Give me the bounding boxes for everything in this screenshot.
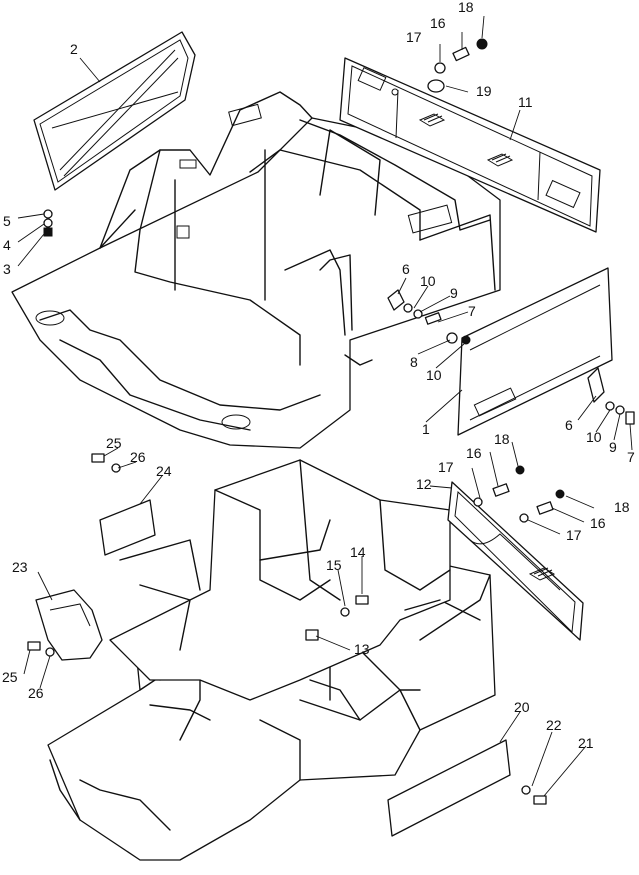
- callout-11: 11: [518, 94, 533, 110]
- callout-20: 20: [514, 699, 530, 715]
- callout-22: 22: [546, 717, 562, 733]
- callout-24: 24: [156, 463, 172, 479]
- upper-hardware: [43, 38, 635, 425]
- callout-17c: 17: [566, 527, 582, 543]
- callout-25a: 25: [106, 435, 122, 451]
- callout-10a: 10: [420, 273, 436, 289]
- callout-4: 4: [3, 237, 11, 253]
- bracket-part-23: [35, 589, 103, 661]
- callout-1: 1: [422, 421, 430, 437]
- callout-16b: 16: [466, 445, 482, 461]
- leader-lines: [17, 15, 633, 797]
- callout-16a: 16: [430, 15, 446, 31]
- callout-6b: 6: [565, 417, 573, 433]
- side-panel-part-1: [457, 267, 613, 436]
- callout-17a: 17: [406, 29, 422, 45]
- callout-16c: 16: [590, 515, 606, 531]
- callout-7b: 7: [627, 449, 635, 465]
- callout-8: 8: [410, 354, 418, 370]
- callout-21: 21: [578, 735, 594, 751]
- callout-3: 3: [3, 261, 11, 277]
- callout-10b: 10: [426, 367, 442, 383]
- hinge-part-6: [387, 289, 605, 403]
- callout-13: 13: [354, 641, 370, 657]
- callout-19: 19: [476, 83, 492, 99]
- plate-part-24: [99, 499, 156, 556]
- callout-9a: 9: [450, 285, 458, 301]
- callout-18c: 18: [614, 499, 630, 515]
- callout-9b: 9: [609, 439, 617, 455]
- rear-lower-panel-part-12: [447, 481, 584, 641]
- lower-hardware: [27, 453, 565, 805]
- callout-5: 5: [3, 213, 11, 229]
- callout-7a: 7: [468, 303, 476, 319]
- upper-floor-frame: [11, 91, 501, 449]
- callout-12: 12: [416, 476, 432, 492]
- callout-10c: 10: [586, 429, 602, 445]
- callout-25b: 25: [2, 669, 18, 685]
- callout-23: 23: [12, 559, 28, 575]
- callout-labels: 1 2 3 4 5 6 6 7 7 8 9 9 10 10 10 11 12 1…: [2, 0, 635, 751]
- callout-2: 2: [70, 41, 78, 57]
- callout-6a: 6: [402, 261, 410, 277]
- callout-17b: 17: [438, 459, 454, 475]
- upper-tub: [109, 459, 451, 701]
- window-frame-part-2: [33, 31, 196, 191]
- cover-plate-part-20: [387, 739, 511, 837]
- callout-26a: 26: [130, 449, 146, 465]
- rear-panel-part-11: [339, 57, 601, 233]
- callout-18b: 18: [494, 431, 510, 447]
- callout-18a: 18: [458, 0, 474, 15]
- callout-14: 14: [350, 544, 366, 560]
- callout-15: 15: [326, 557, 342, 573]
- callout-26b: 26: [28, 685, 44, 701]
